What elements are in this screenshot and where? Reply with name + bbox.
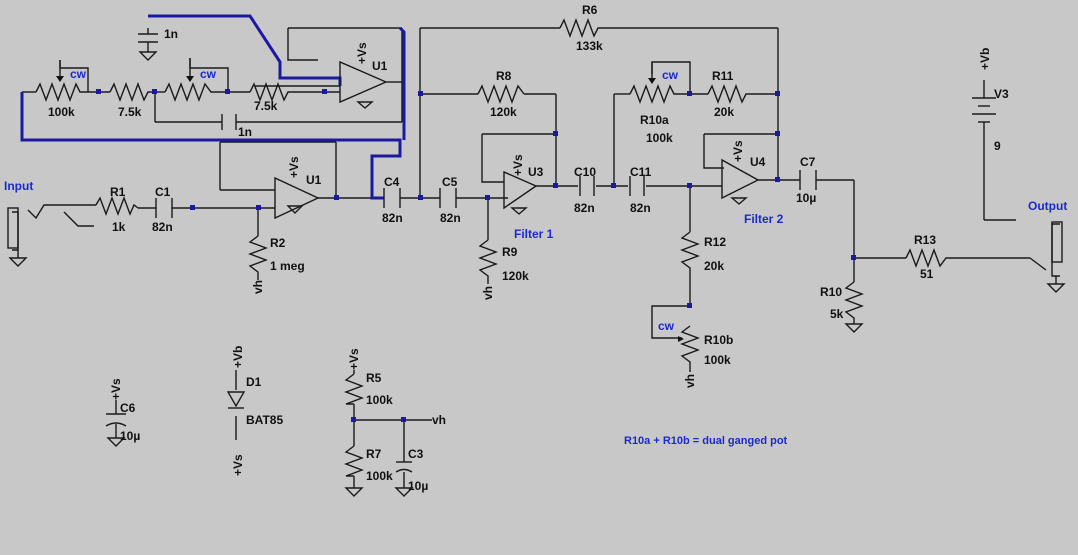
r1-name: R1 — [110, 185, 126, 199]
u1-lower-name: U1 — [306, 173, 322, 187]
vh-r9: vh — [481, 286, 495, 300]
r11-value: 20k — [714, 105, 734, 119]
components — [7, 18, 1063, 477]
c10-name: C10 — [574, 165, 596, 179]
filter2-label: Filter 2 — [744, 212, 784, 226]
vs-c6: +Vs — [109, 378, 123, 400]
c5-name: C5 — [442, 175, 458, 189]
c4-name: C4 — [384, 175, 400, 189]
vb-v3: +Vb — [978, 48, 992, 70]
cw-label-1: cw — [70, 67, 87, 81]
cw-label-2: cw — [200, 67, 217, 81]
input-label: Input — [4, 179, 33, 193]
cmid-value: 1n — [238, 125, 252, 139]
r13-name: R13 — [914, 233, 936, 247]
r12-name: R12 — [704, 235, 726, 249]
vb-d1: +Vb — [231, 346, 245, 368]
u3-name: U3 — [528, 165, 544, 179]
output-label: Output — [1028, 199, 1067, 213]
r10-name: R10 — [820, 285, 842, 299]
r2-value: 1 meg — [270, 259, 305, 273]
r6-value: 133k — [576, 39, 603, 53]
v3-value: 9 — [994, 139, 1001, 153]
vs-u1-upper: +Vs — [355, 42, 369, 64]
d1-value: BAT85 — [246, 413, 283, 427]
r5-value: 100k — [366, 393, 393, 407]
r10-value: 5k — [830, 307, 844, 321]
u4-name: U4 — [750, 155, 766, 169]
output-jack-icon — [1051, 221, 1063, 263]
vs-u4: +Vs — [731, 140, 745, 162]
r10a-name: R10a — [640, 113, 669, 127]
r7-name: R7 — [366, 447, 382, 461]
vs-u3: +Vs — [511, 154, 525, 176]
v3-name: V3 — [994, 87, 1009, 101]
vs-u1-lower: +Vs — [287, 156, 301, 178]
vh-r2: vh — [251, 280, 265, 294]
c3-value: 10µ — [408, 479, 428, 493]
c3-name: C3 — [408, 447, 424, 461]
r7-value: 100k — [366, 469, 393, 483]
r10b-name: R10b — [704, 333, 733, 347]
c6-value: 10µ — [120, 429, 140, 443]
ground-symbols — [8, 51, 1066, 497]
r11-name: R11 — [712, 69, 734, 83]
c6-name: C6 — [120, 401, 136, 415]
c11-name: C11 — [630, 165, 652, 179]
c7-name: C7 — [800, 155, 816, 169]
u1-upper-name: U1 — [372, 59, 388, 73]
r10a-value: 100k — [646, 131, 673, 145]
c7-value: 10µ — [796, 191, 816, 205]
cw-label-4: cw — [658, 319, 675, 333]
r12-value: 20k — [704, 259, 724, 273]
r9-name: R9 — [502, 245, 518, 259]
c5-value: 82n — [440, 211, 461, 225]
r2-name: R2 — [270, 236, 286, 250]
c1-value: 82n — [152, 220, 173, 234]
r8-value: 120k — [490, 105, 517, 119]
vh-net-label: vh — [432, 413, 446, 427]
cw-label-3: cw — [662, 68, 679, 82]
r8-name: R8 — [496, 69, 512, 83]
gang-note: R10a + R10b = dual ganged pot — [624, 435, 788, 447]
c10-value: 82n — [574, 201, 595, 215]
input-jack-icon — [7, 207, 19, 249]
wires — [12, 27, 1060, 488]
vs-d1: +Vs — [231, 454, 245, 476]
vs-r5: +Vs — [347, 348, 361, 370]
junction-dots — [96, 89, 856, 422]
labels: Input Output Filter 1 Filter 2 R10a + R1… — [4, 3, 1067, 493]
c11-value: 82n — [630, 201, 651, 215]
c4-value: 82n — [382, 211, 403, 225]
d1-name: D1 — [246, 375, 262, 389]
filter1-label: Filter 1 — [514, 227, 554, 241]
vh-r10b: vh — [683, 374, 697, 388]
r10b-value: 100k — [704, 353, 731, 367]
c1-name: C1 — [155, 185, 171, 199]
r13-value: 51 — [920, 267, 934, 281]
r6-name: R6 — [582, 3, 598, 17]
r75a-value: 7.5k — [118, 105, 142, 119]
highlight-bus — [20, 14, 406, 200]
ctop-value: 1n — [164, 27, 178, 41]
r75b-value: 7.5k — [254, 99, 278, 113]
r5-name: R5 — [366, 371, 382, 385]
r9-value: 120k — [502, 269, 529, 283]
r1-value: 1k — [112, 220, 126, 234]
pot1-value: 100k — [48, 105, 75, 119]
